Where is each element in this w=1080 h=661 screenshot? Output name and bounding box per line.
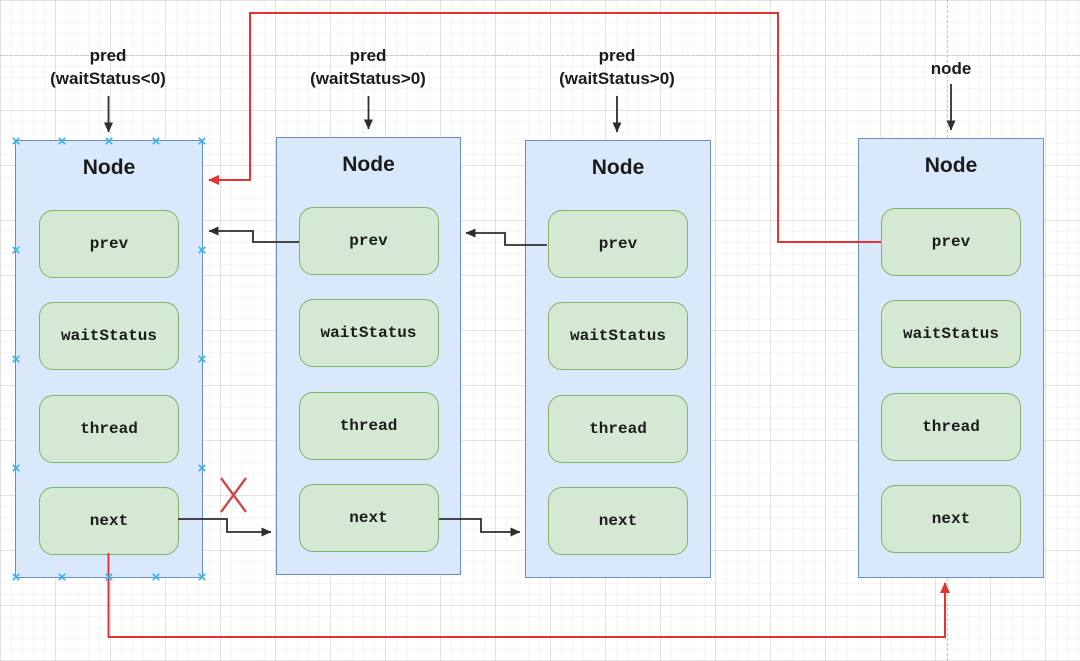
field-prev[interactable]: prev [298,207,439,275]
pointer-label-line1: pred [89,46,127,65]
node-title: Node [342,153,395,176]
field-prev[interactable]: prev [39,210,179,278]
pointer-label-line1: node [930,59,972,78]
node-box-3[interactable]: Node prev waitStatus thread next [525,140,711,578]
node-title: Node [924,154,978,177]
field-thread[interactable]: thread [881,393,1021,461]
node-title: Node [82,156,136,179]
pointer-label-line2: (waitStatus<0) [50,69,166,88]
field-next[interactable]: next [548,487,688,555]
node-box-4[interactable]: Node prev waitStatus thread next [858,138,1044,578]
field-waitstatus[interactable]: waitStatus [39,302,179,370]
node-box-2[interactable]: Node prev waitStatus thread next [276,137,461,575]
pointer-label-pred-2: pred (waitStatus>0) [258,44,478,90]
pointer-label-line1: pred [349,46,387,65]
field-waitstatus[interactable]: waitStatus [298,299,439,367]
field-prev[interactable]: prev [548,210,688,278]
pointer-label-node: node [841,57,1061,80]
pointer-label-pred-1: pred (waitStatus<0) [0,44,218,90]
pointer-label-line2: (waitStatus>0) [559,69,675,88]
pointer-label-line1: pred [598,46,636,65]
cancelled-link-x-icon[interactable] [220,477,247,513]
pointer-label-pred-3: pred (waitStatus>0) [507,44,727,90]
node-title: Node [591,156,645,179]
field-prev[interactable]: prev [881,208,1021,276]
field-next[interactable]: next [298,484,439,552]
field-thread[interactable]: thread [39,395,179,463]
field-next[interactable]: next [39,487,179,555]
node-box-1[interactable]: Node prev waitStatus thread next [15,140,203,578]
field-waitstatus[interactable]: waitStatus [881,300,1021,368]
field-waitstatus[interactable]: waitStatus [548,302,688,370]
field-thread[interactable]: thread [548,395,688,463]
pointer-label-line2: (waitStatus>0) [310,69,426,88]
field-thread[interactable]: thread [298,392,439,460]
field-next[interactable]: next [881,485,1021,553]
